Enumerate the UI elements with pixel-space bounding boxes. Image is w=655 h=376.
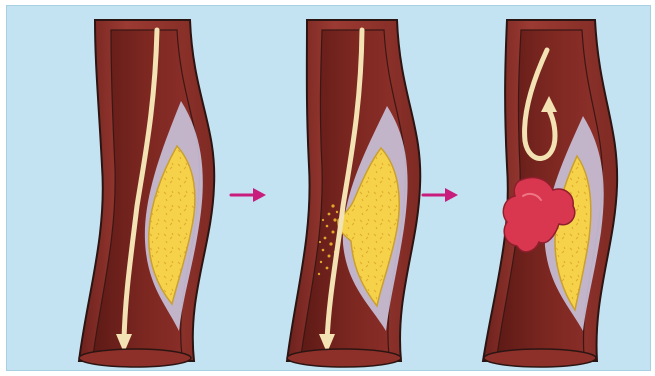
vessel-opening-bottom xyxy=(79,349,191,367)
atherosclerosis-diagram xyxy=(7,6,650,370)
diagram-canvas xyxy=(6,5,651,371)
vessel-stage-3 xyxy=(483,20,617,367)
vessel-stage-1 xyxy=(79,20,214,367)
vessel-stage-2 xyxy=(287,20,420,367)
vessel-opening-bottom xyxy=(484,349,596,367)
right-arrow-icon xyxy=(423,188,458,202)
right-arrow-icon xyxy=(231,188,266,202)
vessel-opening-bottom xyxy=(287,349,401,367)
